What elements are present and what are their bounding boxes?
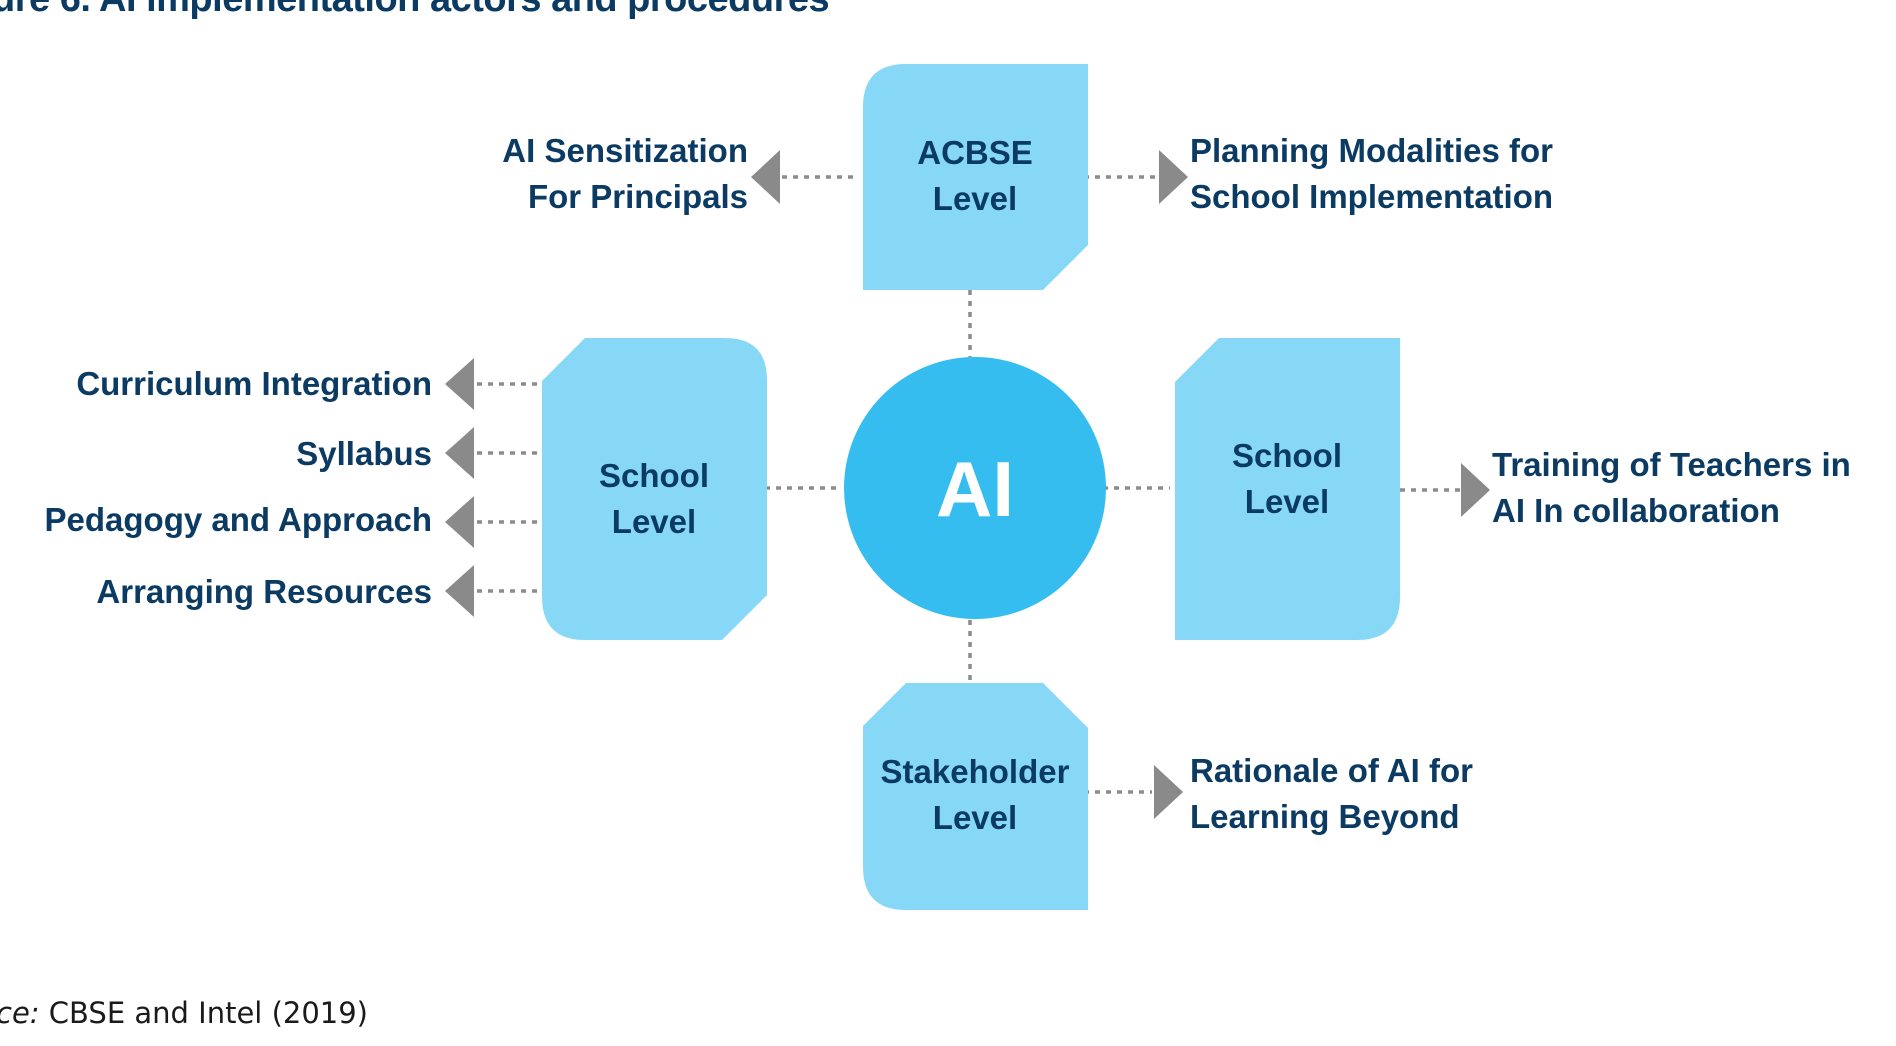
output-rationale-of-ai-line1: Rationale of AI for bbox=[1190, 752, 1473, 789]
stakeholder-level-box: Stakeholder Level bbox=[863, 683, 1088, 910]
school-level-left-label-line1: School bbox=[599, 457, 709, 494]
school-level-left-shape bbox=[542, 338, 767, 640]
acbse-level-label-line2: Level bbox=[933, 180, 1017, 217]
acbse-level-shape bbox=[863, 64, 1088, 290]
output-syllabus: Syllabus bbox=[296, 435, 432, 472]
arrowhead-left-4 bbox=[445, 565, 474, 617]
ai-circle bbox=[844, 357, 1106, 619]
school-level-left-box: School Level bbox=[542, 338, 767, 640]
school-level-right-shape bbox=[1175, 338, 1400, 640]
source-prefix: ce: bbox=[0, 996, 40, 1030]
output-planning-modalities-line1: Planning Modalities for bbox=[1190, 132, 1553, 169]
acbse-level-label-line1: ACBSE bbox=[917, 134, 1033, 171]
output-training-of-teachers-line2: AI In collaboration bbox=[1492, 492, 1780, 529]
stakeholder-level-label-line1: Stakeholder bbox=[881, 753, 1070, 790]
arrowhead-top-right bbox=[1159, 150, 1188, 204]
source-text: CBSE and Intel (2019) bbox=[39, 996, 368, 1030]
ai-center-node: AI bbox=[844, 357, 1106, 619]
output-rationale-of-ai-line2: Learning Beyond bbox=[1190, 798, 1460, 835]
ai-label: AI bbox=[936, 445, 1014, 533]
arrowhead-left-1 bbox=[445, 358, 474, 410]
arrowhead-bottom-right bbox=[1154, 765, 1183, 819]
figure-number: ure 6 bbox=[0, 0, 81, 20]
school-level-right-label-line2: Level bbox=[1245, 483, 1329, 520]
arrowhead-left-2 bbox=[445, 427, 474, 479]
figure-caption: . AI implementation actors and procedure… bbox=[80, 0, 829, 20]
arrowhead-left-3 bbox=[445, 496, 474, 548]
output-arranging-resources: Arranging Resources bbox=[96, 573, 432, 610]
arrowhead-top-left bbox=[751, 150, 780, 204]
output-training-of-teachers-line1: Training of Teachers in bbox=[1492, 446, 1851, 483]
school-level-left-label-line2: Level bbox=[612, 503, 696, 540]
stakeholder-level-label-line2: Level bbox=[933, 799, 1017, 836]
school-level-right-box: School Level bbox=[1175, 338, 1400, 640]
output-pedagogy-and-approach: Pedagogy and Approach bbox=[45, 501, 433, 538]
figure-title: ure 6. AI implementation actors and proc… bbox=[0, 0, 830, 21]
output-ai-sensitization-line1: AI Sensitization bbox=[502, 132, 748, 169]
output-ai-sensitization-line2: For Principals bbox=[528, 178, 748, 215]
stakeholder-level-shape bbox=[863, 683, 1088, 910]
output-curriculum-integration: Curriculum Integration bbox=[76, 365, 432, 402]
school-level-right-label-line1: School bbox=[1232, 437, 1342, 474]
arrowhead-right bbox=[1461, 463, 1490, 517]
output-planning-modalities-line2: School Implementation bbox=[1190, 178, 1553, 215]
acbse-level-box: ACBSE Level bbox=[863, 64, 1088, 290]
source-note: ce: CBSE and Intel (2019) bbox=[0, 996, 368, 1030]
